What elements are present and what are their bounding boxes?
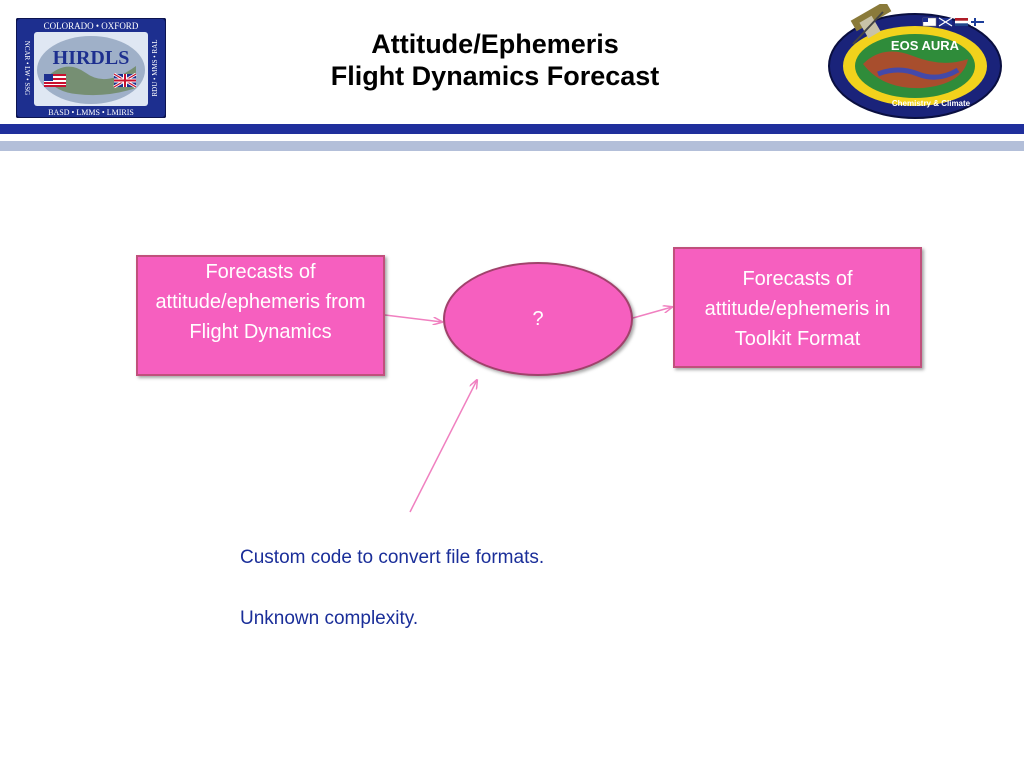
input-forecast-label: Forecasts of attitude/ephemeris from Fli…: [155, 261, 366, 343]
logo-eos-aura-text: EOS AURA: [891, 38, 960, 53]
page-title: Attitude/Ephemeris Flight Dynamics Forec…: [250, 28, 740, 92]
satellite-icon: [850, 4, 892, 45]
hirdls-logo: COLORADO • OXFORD BASD • LMMS • LMIRIS N…: [16, 18, 166, 118]
logo-left-arc-text: NCAR • LW • SSG: [23, 41, 31, 95]
output-forecast-label: Forecasts of attitude/ephemeris in Toolk…: [704, 268, 891, 350]
arrow-input-to-process: [384, 314, 442, 322]
header-rule-light: [0, 141, 1024, 151]
note-custom-code: Custom code to convert file formats.: [240, 547, 545, 568]
input-forecast-box: Forecasts of attitude/ephemeris from Fli…: [136, 255, 385, 376]
us-flag-icon: [44, 74, 66, 87]
title-line-2: Flight Dynamics Forecast: [330, 61, 660, 91]
uk-flag-icon: [113, 72, 137, 89]
arrow-process-to-output: [632, 307, 672, 319]
note-complexity: Unknown complexity.: [240, 608, 419, 629]
process-node: ?: [443, 262, 633, 376]
logo-bottom-arc-text: BASD • LMMS • LMIRIS: [48, 108, 134, 117]
logo-name-text: HIRDLS: [53, 47, 130, 69]
logo-tagline-text: Chemistry & Climate: [892, 99, 971, 108]
header-rule-dark: [0, 124, 1024, 134]
logo-right-arc-text: RDU • MMS • RAL: [151, 39, 159, 96]
title-line-1: Attitude/Ephemeris: [371, 29, 619, 59]
process-label: ?: [532, 307, 544, 330]
netherlands-flag-icon: [955, 18, 968, 26]
arrow-code-to-process: [409, 380, 477, 513]
output-forecast-box: Forecasts of attitude/ephemeris in Toolk…: [673, 247, 922, 368]
eos-aura-logo: EOS AURA Chemistry & Climate: [828, 4, 1002, 119]
logo-top-arc-text: COLORADO • OXFORD: [44, 21, 139, 31]
